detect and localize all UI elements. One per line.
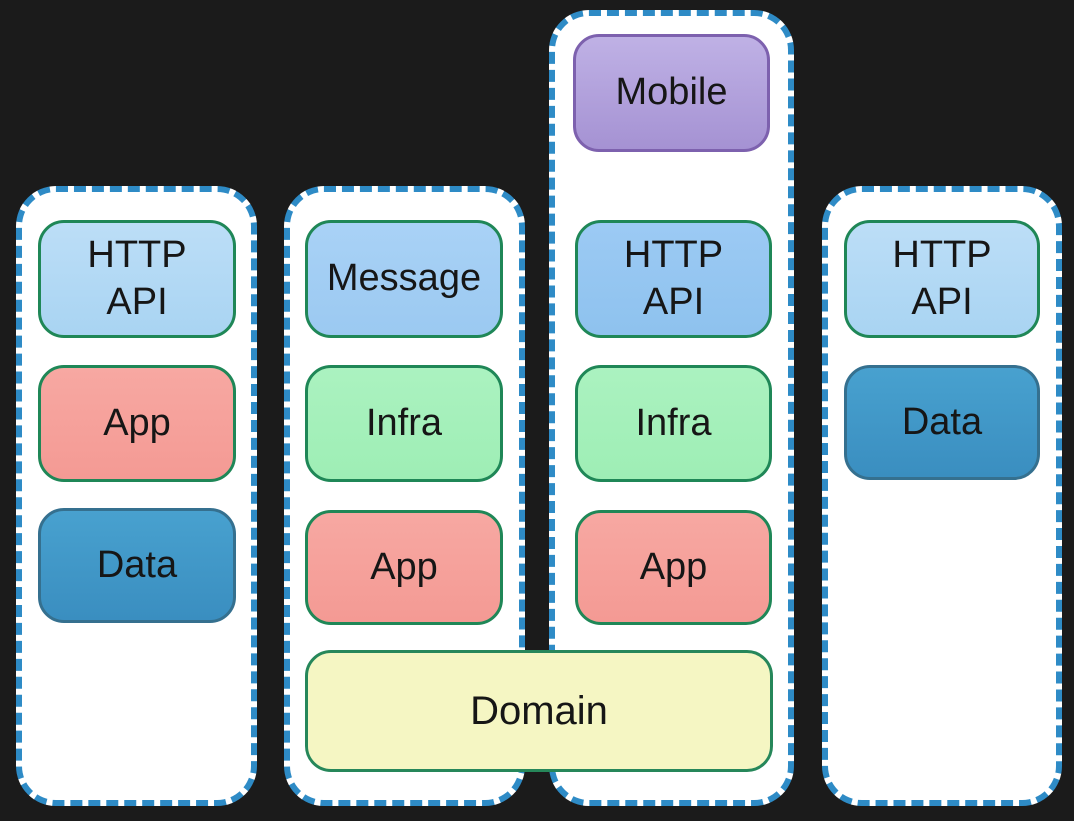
box-message: Message (305, 220, 503, 338)
box-app: App (305, 510, 503, 625)
box-data: Data (38, 508, 236, 623)
box-infra: Infra (575, 365, 772, 482)
box-domain: Domain (305, 650, 773, 772)
box-http-api: HTTP API (38, 220, 236, 338)
box-app: App (575, 510, 772, 625)
box-infra: Infra (305, 365, 503, 482)
box-mobile: Mobile (573, 34, 770, 152)
box-data: Data (844, 365, 1040, 480)
box-http-api: HTTP API (575, 220, 772, 338)
box-app: App (38, 365, 236, 482)
box-http-api: HTTP API (844, 220, 1040, 338)
